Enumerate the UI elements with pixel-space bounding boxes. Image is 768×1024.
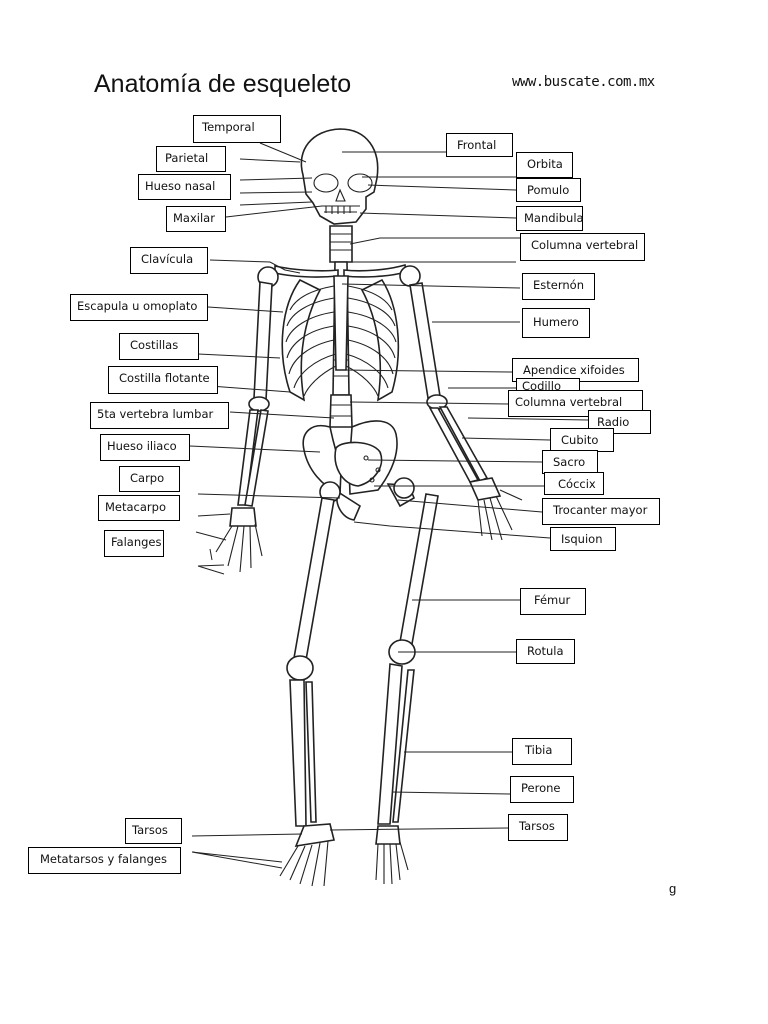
label-tarsos-left: Tarsos: [125, 818, 182, 844]
label-hueso-nasal: Hueso nasal: [138, 174, 231, 200]
label-sacro: Sacro: [542, 450, 598, 474]
label-tarsos-right: Tarsos: [508, 814, 568, 841]
page-title: Anatomía de esqueleto: [94, 70, 352, 98]
label-temporal: Temporal: [193, 115, 281, 143]
label-carpo: Carpo: [119, 466, 180, 492]
website-url: www.buscate.com.mx: [512, 74, 655, 90]
legs: [279, 493, 439, 887]
pelvis: [302, 420, 415, 521]
label-columna-vertebral-1: Columna vertebral: [520, 233, 645, 261]
label-falanges: Falanges: [104, 530, 164, 557]
arms: [215, 281, 523, 573]
label-frontal: Frontal: [446, 133, 513, 157]
label-metacarpo: Metacarpo: [98, 495, 180, 521]
label-femur: Fémur: [520, 588, 586, 615]
label-coccix: Cóccix: [544, 472, 604, 495]
label-tibia: Tibia: [512, 738, 572, 765]
corner-mark: g: [669, 881, 677, 896]
skull: [300, 128, 379, 225]
label-costilla-flotante: Costilla flotante: [108, 366, 218, 394]
label-clavicula: Clavícula: [130, 247, 208, 274]
label-humero: Humero: [522, 308, 590, 338]
label-orbita: Orbita: [516, 152, 573, 178]
label-perone: Perone: [510, 776, 574, 803]
label-parietal: Parietal: [156, 146, 226, 172]
label-esternon: Esternón: [522, 273, 595, 300]
label-pomulo: Pomulo: [516, 178, 581, 202]
label-5ta-vertebra-lumbar: 5ta vertebra lumbar: [90, 402, 229, 429]
leader-lines: [189, 142, 589, 869]
label-mandibula: Mandibula: [516, 206, 584, 231]
label-maxilar: Maxilar: [166, 206, 226, 232]
label-costillas: Costillas: [119, 333, 199, 360]
label-cubito: Cubito: [550, 428, 614, 452]
label-isquion: Isquion: [550, 527, 616, 551]
label-rotula: Rotula: [516, 639, 575, 664]
label-hueso-iliaco: Hueso iliaco: [100, 434, 190, 461]
label-escapula: Escapula u omoplato: [70, 294, 208, 321]
label-trocanter-mayor: Trocanter mayor: [542, 498, 660, 525]
rib-cage: [281, 275, 400, 402]
label-metatarsos-y-falanges: Metatarsos y falanges: [28, 847, 181, 874]
